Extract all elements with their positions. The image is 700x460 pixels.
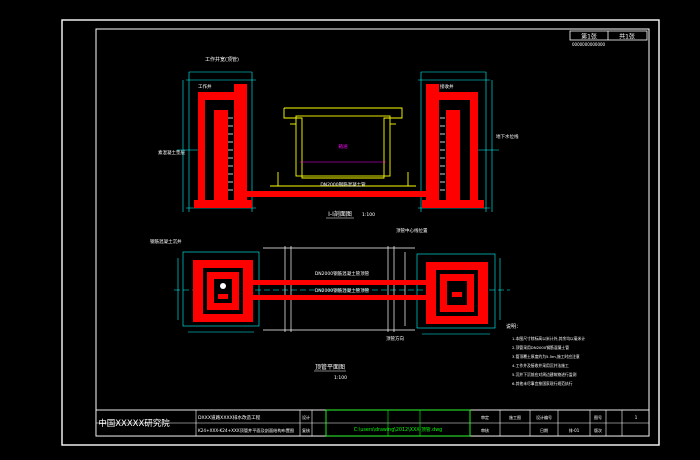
plan-scale: 1:100: [334, 375, 347, 381]
right-shaft-rungs: [440, 117, 445, 191]
plan-left-callout: 钢筋混凝土沉井: [150, 238, 182, 245]
right-callout: 地下水位线: [496, 133, 519, 140]
sheet-ref-code: 0000000000000: [572, 42, 606, 47]
plan-right-callout: 顶管中心线位置: [396, 227, 428, 234]
culvert-label: 箱涵: [339, 143, 348, 150]
elevation-pipe-label: DN2000钢筋混凝土管: [320, 181, 366, 188]
notes-heading: 说明：: [506, 323, 521, 330]
sheet-no: 第1张: [581, 33, 597, 41]
left-pit-note: 工作井: [198, 83, 212, 90]
elevation-view: 工作井宽(顶管) DN2000钢筋混凝土管 箱涵 工作井 接收井 素混凝土垫层 …: [158, 56, 519, 219]
plan-title: 顶管平面图: [315, 363, 345, 371]
right-shaft-opening: [462, 102, 467, 122]
file-path: C:\users\drawing\2012\XXX-顶管.dwg: [354, 426, 442, 433]
version-no: 1: [635, 415, 638, 420]
title-block: 中国XXXXX研究院 DXXX道路XXXX排水改造工程 K24+XXX-K24+…: [95, 409, 650, 437]
review-label: 审核: [481, 427, 489, 433]
top-width-label: 工作井宽(顶管): [205, 56, 239, 63]
sheet-number-block: 第1张 共1张 0000000000000: [569, 30, 648, 47]
stage-label: 施工图: [509, 414, 521, 420]
note-line: 5.沉井下沉前应对周边建筑物进行监测: [512, 372, 577, 377]
note-line: 2.顶管采用DN2000钢筋混凝土管: [512, 345, 569, 350]
sheet-border: [61, 19, 660, 446]
elevation-pipe: [247, 191, 427, 197]
right-pit-plan: [426, 262, 488, 324]
institute-name: 中国XXXXX研究院: [98, 418, 170, 429]
plan-right-bottom: 顶管方向: [386, 335, 404, 342]
left-pit-plan: [193, 260, 253, 322]
version-label: 版次: [594, 427, 602, 433]
left-shaft-rungs: [228, 117, 233, 191]
sheet-total: 共1张: [619, 33, 635, 41]
drawing-label: 图号: [594, 414, 602, 420]
elevation-scale: 1:100: [362, 212, 375, 218]
approve-label: 审定: [481, 414, 489, 420]
plan-pipe-upper: [253, 280, 431, 285]
left-shaft-opening: [208, 102, 213, 122]
note-line: 4.工作井及接收井采用沉井法施工: [512, 363, 569, 368]
plan-pipe-top-label: DN2000钢筋混凝土管顶管: [315, 270, 370, 277]
project-line-2: K24+XXX-K24+XXX顶管井平面及剖面结构布置图: [198, 427, 294, 434]
date-label: 日期: [540, 427, 548, 433]
elevation-title: I-I剖面图: [328, 210, 352, 218]
note-line: 1.本图尺寸除标高以米计外,其余均以毫米计: [512, 336, 585, 341]
role-design: 设计: [302, 414, 310, 420]
design-no-label: 设计编号: [536, 414, 552, 420]
right-pit-note: 接收井: [440, 83, 454, 90]
role-check: 复核: [302, 427, 310, 433]
plan-pipe-bottom-label: DN2000钢筋混凝土管顶管: [315, 287, 370, 294]
left-shaft-elevation: [194, 84, 252, 208]
plan-view: DN2000钢筋混凝土管顶管 DN2000钢筋混凝土管顶管 钢筋混凝土沉井 顶管…: [150, 227, 510, 381]
plan-pipe-lower: [253, 295, 431, 300]
culvert-outline: [270, 107, 416, 187]
left-callout: 素混凝土垫层: [158, 149, 185, 156]
note-line: 3.管顶覆土厚度约为5.5m,施工时应注意: [512, 354, 580, 359]
project-line-1: DXXX道路XXXX排水改造工程: [198, 414, 261, 421]
notes-block: 说明： 1.本图尺寸除标高以米计外,其余均以毫米计 2.顶管采用DN2000钢筋…: [506, 323, 585, 386]
note-line: 6.其他未尽事宜按国家现行规范执行: [512, 381, 573, 386]
right-shaft-elevation: [422, 84, 484, 208]
drawing-no: 排-01: [569, 427, 580, 433]
plan-trench: [263, 246, 415, 332]
